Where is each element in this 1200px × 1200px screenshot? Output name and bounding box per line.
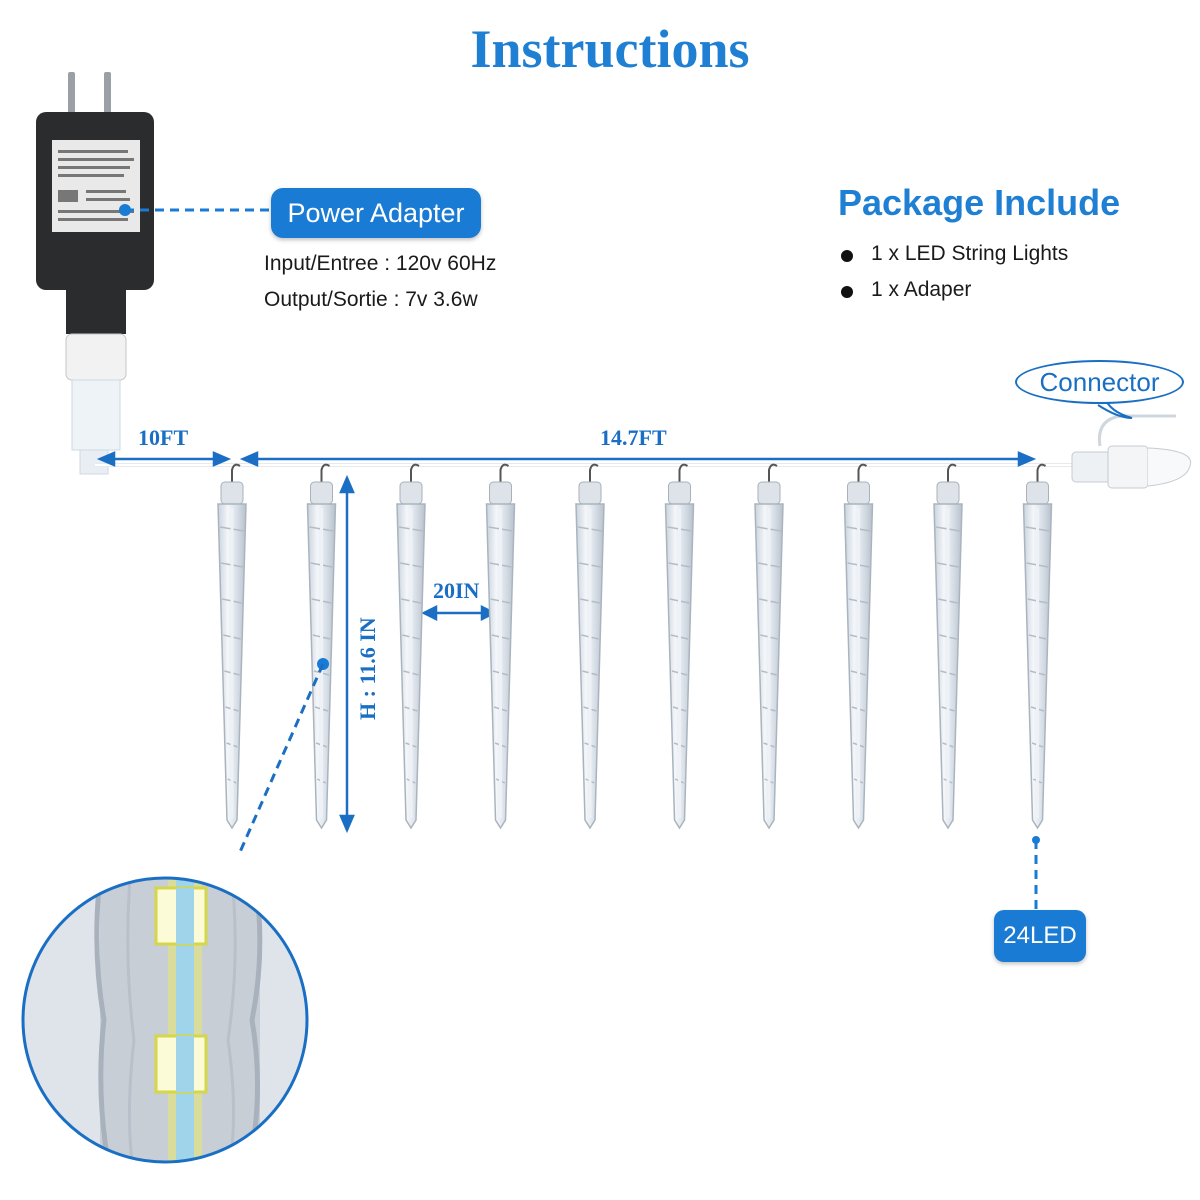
icicle-tube <box>575 463 605 830</box>
string-length-label: 14.7FT <box>600 425 667 450</box>
power-adapter-label: Power Adapter <box>271 188 481 238</box>
connector-image <box>1071 414 1192 489</box>
icicle-tube <box>396 463 426 830</box>
icicle-tube <box>754 463 784 830</box>
output-spec: Output/Sortie : 7v 3.6w <box>264 288 478 311</box>
package-title: Package Include <box>838 182 1121 223</box>
package-item: 1 x LED String Lights <box>838 240 1068 276</box>
icicle-tube <box>843 463 874 830</box>
power-adapter-image <box>36 72 154 475</box>
lead-length-label: 10FT <box>138 425 189 450</box>
icicle-tube <box>664 463 695 830</box>
icicle-tube <box>485 463 516 830</box>
tube-height-label: H : 11.6 IN <box>355 617 380 720</box>
icicle-tube <box>217 463 247 830</box>
zoom-detail-image <box>21 876 309 1164</box>
input-spec: Input/Entree : 120v 60Hz <box>264 252 497 275</box>
package-item: 1 x Adaper <box>838 276 1068 312</box>
spacing-label: 20IN <box>433 578 480 603</box>
package-list: 1 x LED String Lights 1 x Adaper <box>838 240 1068 312</box>
icicle-tubes <box>217 463 1053 830</box>
icicle-tube <box>933 463 963 830</box>
icicle-tube <box>306 463 337 830</box>
led-count-badge: 24LED <box>994 910 1086 962</box>
page-title: Instructions <box>470 19 750 79</box>
connector-label: Connector <box>1015 360 1184 404</box>
icicle-tube <box>1022 463 1053 830</box>
